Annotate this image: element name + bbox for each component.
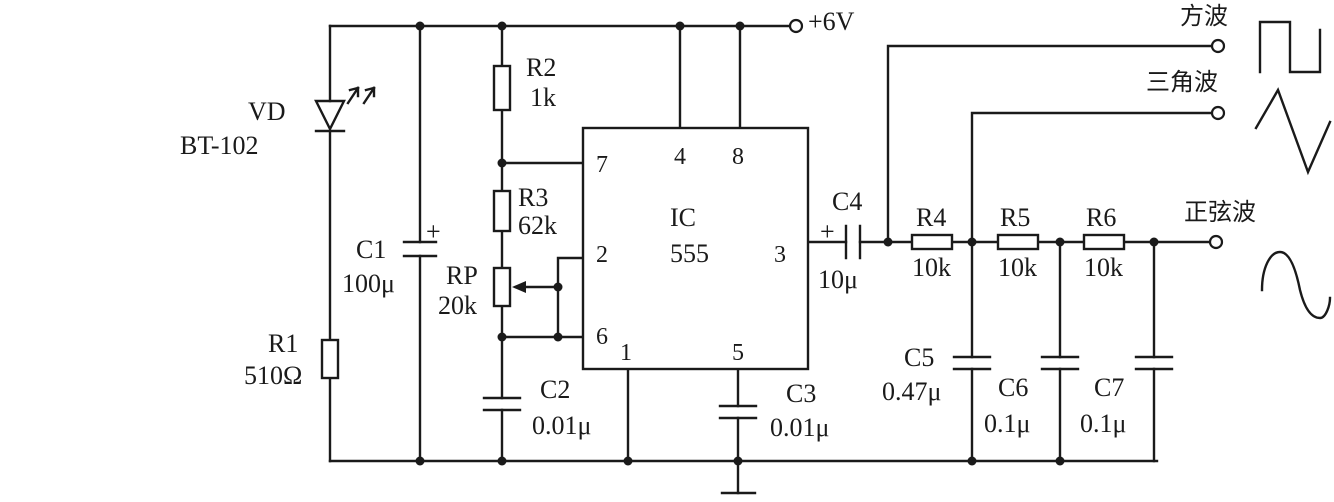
- ic-pin-8: 8: [732, 144, 744, 170]
- led-ref: VD: [248, 97, 286, 126]
- r4-ref: R4: [916, 203, 946, 232]
- ic-pin-4: 4: [674, 144, 686, 170]
- square-tap-wire: [886, 44, 1212, 244]
- resistor-r6: [1082, 233, 1126, 251]
- c4-polarity: +: [820, 217, 835, 246]
- capacitor-c5: [952, 355, 992, 371]
- capacitor-c4: [844, 224, 862, 260]
- capacitor-c7: [1134, 355, 1174, 371]
- c2-ref: C2: [540, 375, 570, 404]
- r2-value: 1k: [530, 83, 556, 112]
- sine-wave-label: 正弦波: [1184, 198, 1256, 226]
- c3-value: 0.01μ: [770, 413, 829, 442]
- c6-ref: C6: [998, 373, 1028, 402]
- r3-value: 62k: [518, 211, 557, 240]
- ic-ref: IC: [670, 203, 696, 232]
- ic-555-body: [581, 126, 810, 371]
- c3-ref: C3: [786, 379, 816, 408]
- c5-value: 0.47μ: [882, 377, 941, 406]
- c4-value: 10μ: [818, 265, 858, 294]
- capacitor-c3: [718, 404, 758, 420]
- resistor-r5: [996, 233, 1040, 251]
- resistor-r2: [492, 64, 512, 112]
- c1-ref: C1: [356, 235, 386, 264]
- c6-value: 0.1μ: [984, 409, 1030, 438]
- r5-ref: R5: [1000, 203, 1030, 232]
- r2-ref: R2: [526, 53, 556, 82]
- r4-value: 10k: [912, 253, 951, 282]
- led-part: BT-102: [180, 131, 259, 160]
- c1-polarity: +: [426, 217, 441, 246]
- supply-terminal: [788, 18, 804, 34]
- c4-ref: C4: [832, 187, 862, 216]
- triangle-wave-label: 三角波: [1146, 68, 1218, 96]
- square-output-terminal: [1210, 38, 1226, 54]
- rp-ref: RP: [446, 261, 478, 290]
- supply-label: +6V: [808, 7, 855, 36]
- r6-value: 10k: [1084, 253, 1123, 282]
- triangle-tap-wire: [970, 111, 1212, 244]
- ic-part: 555: [670, 239, 709, 268]
- r3-ref: R3: [518, 183, 548, 212]
- sine-output-terminal: [1208, 234, 1224, 250]
- ic-pin-1: 1: [620, 340, 632, 366]
- ic-pin-5: 5: [732, 340, 744, 366]
- c5-ref: C5: [904, 343, 934, 372]
- capacitor-c6: [1040, 355, 1080, 371]
- c7-ref: C7: [1094, 373, 1124, 402]
- square-wave-label: 方波: [1180, 2, 1228, 30]
- capacitor-c1: [402, 240, 438, 258]
- c2-value: 0.01μ: [532, 411, 591, 440]
- junction-dots: [415, 21, 1159, 466]
- r6-ref: R6: [1086, 203, 1116, 232]
- resistor-r1: [320, 338, 340, 380]
- rp-value: 20k: [438, 291, 477, 320]
- capacitor-c2: [482, 396, 522, 412]
- c1-value: 100μ: [342, 269, 395, 298]
- potentiometer-rp: [492, 266, 560, 308]
- led-vd: [314, 86, 376, 133]
- triangle-waveform: [1254, 87, 1332, 176]
- ic-pin-6: 6: [596, 324, 608, 350]
- r1-ref: R1: [268, 329, 298, 358]
- ic-pin-7: 7: [596, 152, 608, 178]
- r5-value: 10k: [998, 253, 1037, 282]
- sine-waveform: [1260, 250, 1332, 320]
- resistor-r4: [910, 233, 954, 251]
- square-waveform: [1258, 20, 1322, 74]
- ic-pin-3: 3: [774, 242, 786, 268]
- triangle-output-terminal: [1210, 105, 1226, 121]
- resistor-r3: [492, 189, 512, 233]
- pin2-wire: [556, 256, 585, 289]
- r1-value: 510Ω: [244, 361, 302, 390]
- c7-value: 0.1μ: [1080, 409, 1126, 438]
- ic-pin-2: 2: [596, 242, 608, 268]
